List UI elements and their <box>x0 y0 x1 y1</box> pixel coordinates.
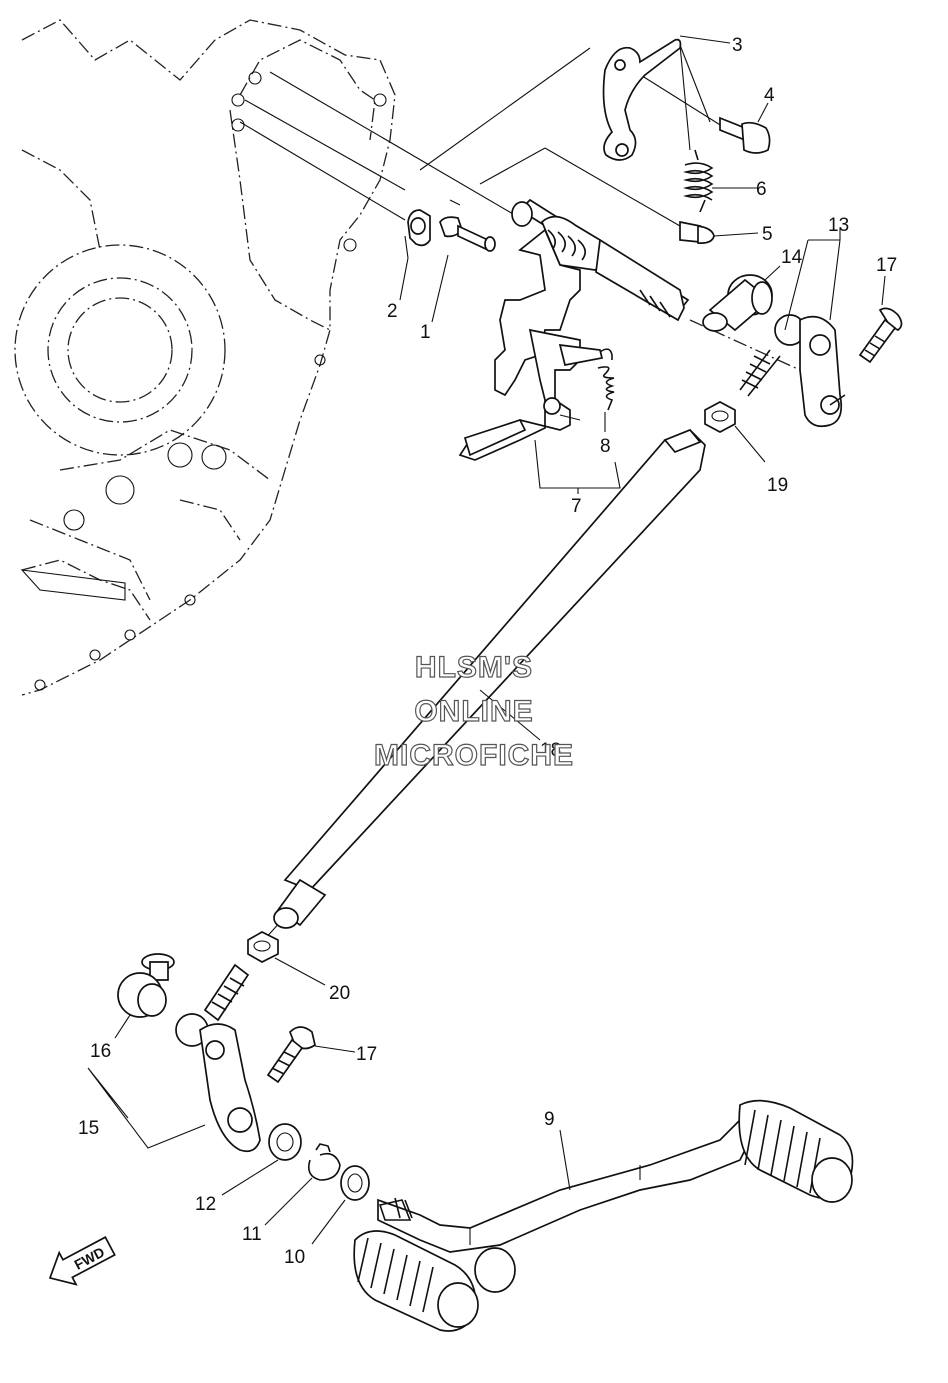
alignment-lines <box>239 47 801 951</box>
bolt-part-17-upper <box>858 307 903 364</box>
callout-20: 20 <box>329 983 350 1004</box>
ball-joint-part-16 <box>117 953 175 1018</box>
callout-5: 5 <box>762 224 773 245</box>
callout-8: 8 <box>600 436 611 457</box>
callout-17-upper: 17 <box>876 255 897 276</box>
stopper-spring <box>683 149 714 213</box>
stopper-pin <box>679 220 715 244</box>
bolt-part-17-lower <box>266 1026 316 1084</box>
callout-3: 3 <box>732 35 743 56</box>
rod-end-part-15 <box>175 963 261 1153</box>
callout-17-lower: 17 <box>356 1044 377 1065</box>
ball-joint-part-14 <box>702 274 773 332</box>
stopper-bolt <box>719 116 771 154</box>
circlip-part-11 <box>307 1143 341 1181</box>
crankcase-outline <box>14 19 396 696</box>
callout-16: 16 <box>90 1041 111 1062</box>
callout-13: 13 <box>828 215 849 236</box>
callout-10: 10 <box>284 1247 305 1268</box>
callout-4: 4 <box>764 85 775 106</box>
nut-part-19 <box>704 401 736 433</box>
callout-labels: 1 2 3 4 5 6 7 8 9 10 11 12 13 14 15 16 1… <box>78 35 897 1268</box>
callout-15: 15 <box>78 1118 99 1139</box>
callout-6: 6 <box>756 179 767 200</box>
leader-lines <box>87 35 886 1245</box>
watermark: HLSM'S ONLINE MICROFICHE <box>373 650 574 772</box>
callout-7: 7 <box>571 496 582 517</box>
callout-14: 14 <box>781 247 803 268</box>
rod-end-part-13 <box>739 314 846 428</box>
callout-1: 1 <box>420 322 431 343</box>
bolt-part-1 <box>439 216 496 252</box>
callout-18: 18 <box>540 740 561 761</box>
fwd-arrow-icon: FWD <box>48 1236 116 1286</box>
callout-19: 19 <box>767 475 788 496</box>
callout-12: 12 <box>195 1194 216 1215</box>
shift-shaft-assembly <box>458 198 690 461</box>
shift-rod-part-18 <box>273 428 706 929</box>
nut-part-20 <box>247 931 279 963</box>
watermark-line-2: ONLINE <box>414 695 533 728</box>
shift-pedal-part-9 <box>353 1099 854 1332</box>
shift-stopper-lever <box>602 38 682 161</box>
callout-9: 9 <box>544 1109 555 1130</box>
washer-part-10 <box>340 1165 370 1201</box>
watermark-line-1: HLSM'S <box>415 651 533 684</box>
washer-part-12 <box>268 1123 302 1161</box>
callout-2: 2 <box>387 301 398 322</box>
collar-part-2 <box>404 209 431 259</box>
callout-11: 11 <box>242 1224 262 1245</box>
watermark-line-3: MICROFICHE <box>374 739 574 772</box>
